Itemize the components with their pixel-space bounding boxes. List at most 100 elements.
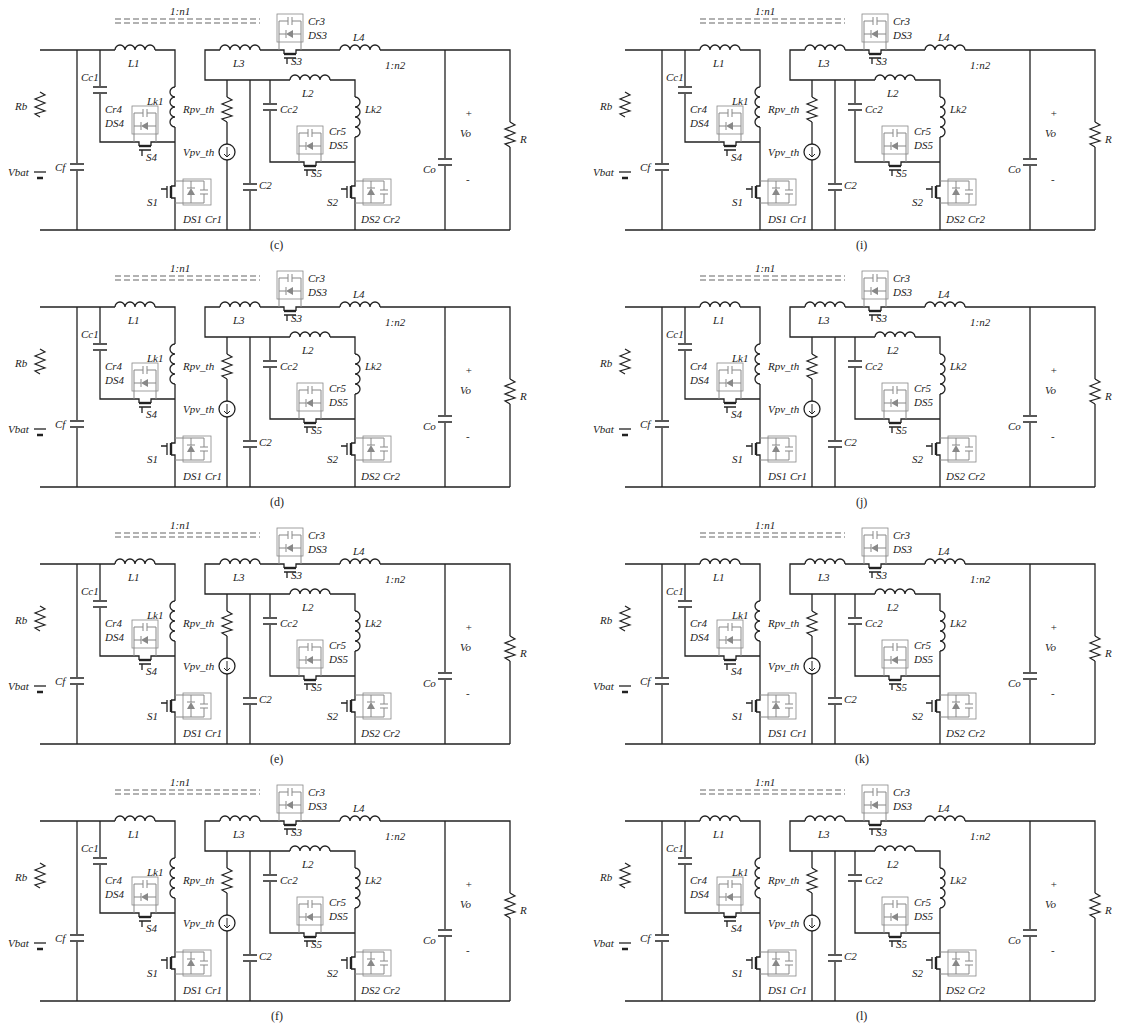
- component-label: L4: [938, 544, 950, 558]
- component-label: Cf: [640, 674, 650, 688]
- component-label: S5: [311, 937, 322, 951]
- circuit-panel: 1:n1L1L3Cr3DS3S3L41:n2RbCc1Cr4DS4Lk1Rpv_…: [590, 773, 1135, 1028]
- component-label: S1: [147, 709, 158, 723]
- component-label: Cr1: [790, 726, 807, 740]
- component-label: Cf: [55, 674, 65, 688]
- component-label: -: [466, 172, 470, 186]
- component-label: L3: [233, 570, 245, 584]
- component-label: DS3: [893, 799, 912, 813]
- component-label: L1: [128, 56, 140, 70]
- panel-letter: (k): [855, 752, 869, 766]
- component-label: Rb: [600, 613, 612, 627]
- component-label: Cr2: [383, 469, 400, 483]
- component-label: Co: [423, 419, 436, 433]
- component-label: +: [1050, 106, 1057, 120]
- component-label: Cc2: [280, 616, 298, 630]
- component-label: DS2: [946, 983, 965, 997]
- component-label: DS1: [768, 983, 787, 997]
- component-label: S1: [147, 966, 158, 980]
- component-label: S2: [327, 195, 338, 209]
- component-label: L1: [713, 56, 725, 70]
- component-label: -: [1051, 686, 1055, 700]
- component-label: Lk1: [732, 351, 749, 365]
- component-label: Cr5: [329, 638, 346, 652]
- component-label: Cf: [640, 160, 650, 174]
- component-label: Cr1: [205, 983, 222, 997]
- component-label: Cr4: [690, 102, 707, 116]
- component-label: S4: [146, 664, 157, 678]
- component-label: L4: [938, 30, 950, 44]
- component-label: Rpv_th: [768, 616, 799, 630]
- component-label: DS5: [914, 138, 933, 152]
- component-label: -: [466, 429, 470, 443]
- panel-letter: (e): [270, 752, 283, 766]
- component-label: Vpv_th: [768, 916, 799, 930]
- panel-letter: (l): [856, 1009, 867, 1023]
- component-label: 1:n2: [385, 572, 405, 586]
- component-label: DS2: [946, 212, 965, 226]
- component-label: S4: [731, 664, 742, 678]
- component-label: +: [465, 363, 472, 377]
- component-label: S1: [147, 452, 158, 466]
- component-label: S4: [146, 150, 157, 164]
- component-label: Vpv_th: [183, 659, 214, 673]
- component-label: Rpv_th: [768, 873, 799, 887]
- component-label: S2: [327, 709, 338, 723]
- component-label: R: [520, 389, 527, 403]
- component-label: DS3: [308, 28, 327, 42]
- component-label: Cr2: [968, 212, 985, 226]
- component-label: S2: [327, 452, 338, 466]
- component-label: Vpv_th: [183, 402, 214, 416]
- component-label: DS3: [893, 542, 912, 556]
- component-label: -: [1051, 172, 1055, 186]
- component-label: L3: [233, 313, 245, 327]
- component-label: Lk1: [732, 865, 749, 879]
- component-label: Co: [423, 933, 436, 947]
- component-label: S2: [912, 966, 923, 980]
- component-label: C2: [844, 949, 857, 963]
- component-label: S1: [732, 452, 743, 466]
- component-label: Vpv_th: [768, 659, 799, 673]
- component-label: Rb: [15, 99, 27, 113]
- component-label: Cr1: [205, 726, 222, 740]
- component-label: Cr4: [105, 616, 122, 630]
- component-label: C2: [259, 949, 272, 963]
- component-label: Vbat: [593, 936, 614, 950]
- component-label: Vo: [1045, 640, 1056, 654]
- component-label: DS5: [914, 652, 933, 666]
- component-label: Cr5: [914, 638, 931, 652]
- component-label: DS5: [329, 138, 348, 152]
- component-label: S3: [876, 311, 887, 325]
- component-label: Lk2: [950, 102, 967, 116]
- component-label: Cc1: [81, 584, 99, 598]
- component-label: Cr3: [893, 271, 910, 285]
- component-label: Cr1: [205, 212, 222, 226]
- component-label: Cr2: [383, 983, 400, 997]
- component-label: Vo: [1045, 126, 1056, 140]
- component-label: S4: [146, 407, 157, 421]
- panel-letter: (j): [856, 495, 867, 509]
- component-label: S5: [896, 423, 907, 437]
- component-label: L1: [128, 570, 140, 584]
- component-label: DS4: [105, 630, 124, 644]
- component-label: Cr1: [790, 212, 807, 226]
- component-label: Rpv_th: [768, 359, 799, 373]
- component-label: Cc1: [666, 841, 684, 855]
- circuit-panel: 1:n1L1L3Cr3DS3S3L41:n2RbCc1Cr4DS4Lk1Rpv_…: [5, 2, 550, 257]
- component-label: Vpv_th: [768, 402, 799, 416]
- component-label: Rpv_th: [183, 359, 214, 373]
- component-label: L3: [818, 570, 830, 584]
- component-label: Cf: [55, 160, 65, 174]
- component-label: DS3: [308, 285, 327, 299]
- component-label: Cf: [55, 931, 65, 945]
- component-label: Lk2: [365, 102, 382, 116]
- component-label: DS3: [893, 285, 912, 299]
- component-label: Cr1: [790, 469, 807, 483]
- component-label: S5: [896, 680, 907, 694]
- component-label: Vbat: [8, 165, 29, 179]
- component-label: Cr5: [329, 124, 346, 138]
- component-label: S3: [291, 825, 302, 839]
- component-label: S2: [912, 452, 923, 466]
- circuit-panel: 1:n1L1L3Cr3DS3S3L41:n2RbCc1Cr4DS4Lk1Rpv_…: [5, 516, 550, 771]
